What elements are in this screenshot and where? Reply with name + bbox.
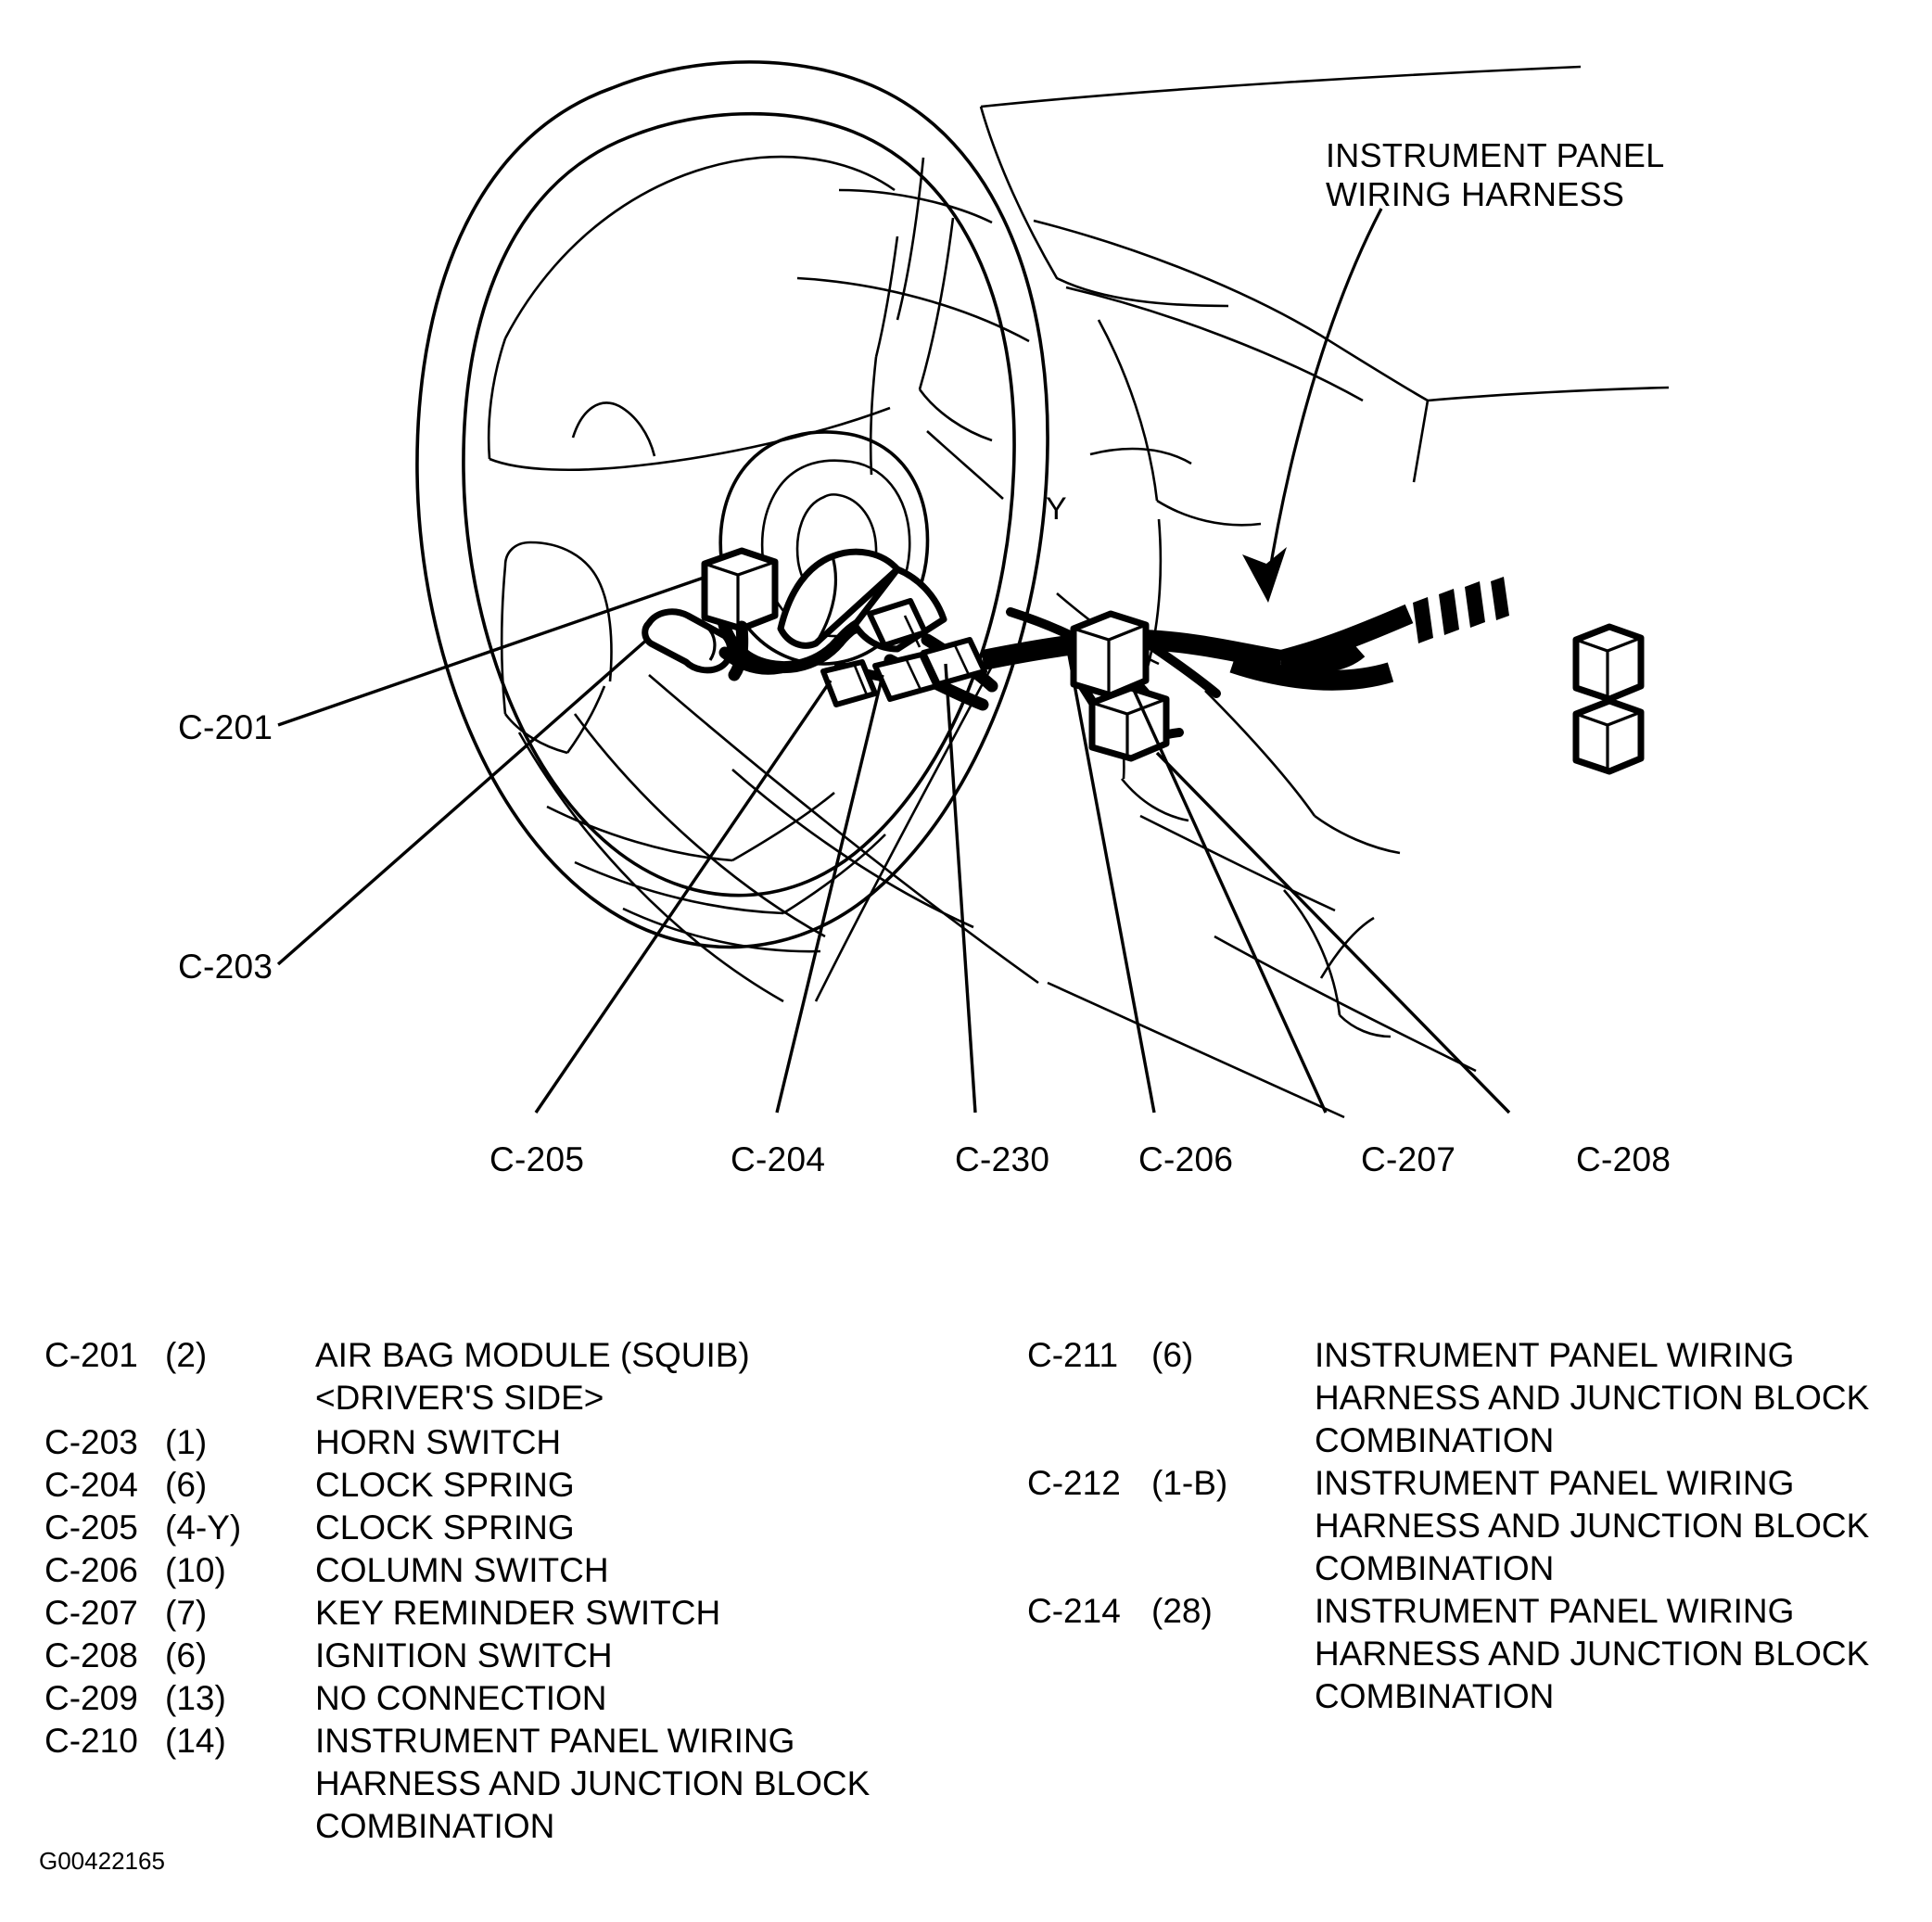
svg-text:IGNITION SWITCH: IGNITION SWITCH — [315, 1636, 613, 1674]
annotation-line-2: WIRING HARNESS — [1326, 175, 1624, 213]
leader-c-230 — [944, 663, 977, 1114]
connector-c205 — [820, 659, 878, 707]
svg-text:COMBINATION: COMBINATION — [1315, 1549, 1554, 1587]
leader-c-207 — [1131, 687, 1328, 1114]
svg-text:C-207: C-207 — [44, 1594, 138, 1632]
svg-text:(14): (14) — [165, 1722, 226, 1760]
svg-text:C-201: C-201 — [44, 1336, 138, 1374]
legend-row-c207: C-207 (7) KEY REMINDER SWITCH — [44, 1594, 720, 1632]
svg-text:INSTRUMENT PANEL WIRING: INSTRUMENT PANEL WIRING — [1315, 1336, 1794, 1374]
svg-text:C-206: C-206 — [44, 1551, 138, 1589]
svg-text:HORN SWITCH: HORN SWITCH — [315, 1423, 561, 1461]
legend-row-c214: C-214 (28) INSTRUMENT PANEL WIRING HARNE… — [1027, 1592, 1870, 1715]
svg-text:COMBINATION: COMBINATION — [1315, 1421, 1554, 1459]
svg-text:(28): (28) — [1151, 1592, 1213, 1630]
legend-row-c206: C-206 (10) COLUMN SWITCH — [44, 1551, 609, 1589]
connector-c208-lower — [1088, 684, 1170, 762]
svg-text:HARNESS AND JUNCTION BLOCK: HARNESS AND JUNCTION BLOCK — [1315, 1379, 1870, 1417]
legend-row-c210: C-210 (14) INSTRUMENT PANEL WIRING HARNE… — [44, 1722, 871, 1845]
svg-text:(10): (10) — [165, 1551, 226, 1589]
svg-text:C-212: C-212 — [1027, 1464, 1121, 1502]
leader-lines — [276, 575, 1511, 1114]
svg-text:INSTRUMENT PANEL WIRING: INSTRUMENT PANEL WIRING — [1315, 1464, 1794, 1502]
svg-text:COLUMN SWITCH: COLUMN SWITCH — [315, 1551, 609, 1589]
svg-text:(1-B): (1-B) — [1151, 1464, 1227, 1502]
svg-text:<DRIVER'S SIDE>: <DRIVER'S SIDE> — [315, 1379, 604, 1417]
callout-label-c-205: C-205 — [489, 1140, 584, 1178]
svg-text:C-203: C-203 — [44, 1423, 138, 1461]
legend-row-c209: C-209 (13) NO CONNECTION — [44, 1679, 607, 1717]
marker-y-label: Y — [1046, 491, 1067, 527]
svg-text:INSTRUMENT PANEL WIRING: INSTRUMENT PANEL WIRING — [315, 1722, 794, 1760]
connector-c207 — [1070, 610, 1150, 699]
callout-label-c-201: C-201 — [178, 708, 273, 746]
svg-text:C-209: C-209 — [44, 1679, 138, 1717]
annotation-line-1: INSTRUMENT PANEL — [1326, 136, 1665, 174]
svg-text:C-210: C-210 — [44, 1722, 138, 1760]
legend-row-c212: C-212 (1-B) INSTRUMENT PANEL WIRING HARN… — [1027, 1464, 1870, 1587]
svg-text:(13): (13) — [165, 1679, 226, 1717]
leader-c-205 — [534, 680, 833, 1114]
svg-text:KEY REMINDER SWITCH: KEY REMINDER SWITCH — [315, 1594, 720, 1632]
callout-label-c-208: C-208 — [1576, 1140, 1671, 1178]
svg-text:HARNESS AND JUNCTION BLOCK: HARNESS AND JUNCTION BLOCK — [1315, 1507, 1870, 1545]
connector-right-upper — [1572, 623, 1645, 703]
legend-row-c201: C-201 (2) AIR BAG MODULE (SQUIB) <DRIVER… — [44, 1336, 750, 1417]
leader-c-203 — [276, 636, 651, 966]
svg-text:C-205: C-205 — [44, 1508, 138, 1547]
svg-text:(4-Y): (4-Y) — [165, 1508, 241, 1547]
instrument-panel-harness-arrow — [1242, 208, 1383, 603]
svg-text:COMBINATION: COMBINATION — [315, 1807, 554, 1845]
svg-text:HARNESS AND JUNCTION BLOCK: HARNESS AND JUNCTION BLOCK — [315, 1764, 871, 1802]
svg-text:INSTRUMENT PANEL WIRING: INSTRUMENT PANEL WIRING — [1315, 1592, 1794, 1630]
callout-label-c-203: C-203 — [178, 948, 273, 986]
svg-text:CLOCK SPRING: CLOCK SPRING — [315, 1466, 575, 1504]
legend-row-c211: C-211 (6) INSTRUMENT PANEL WIRING HARNES… — [1027, 1336, 1870, 1459]
svg-text:(7): (7) — [165, 1594, 207, 1632]
leader-c-208 — [1155, 751, 1511, 1114]
legend-left-column: C-201 (2) AIR BAG MODULE (SQUIB) <DRIVER… — [44, 1336, 871, 1845]
svg-text:NO CONNECTION: NO CONNECTION — [315, 1679, 607, 1717]
svg-text:CLOCK SPRING: CLOCK SPRING — [315, 1508, 575, 1547]
leader-c-206 — [1064, 639, 1156, 1114]
callout-label-c-206: C-206 — [1138, 1140, 1233, 1178]
leader-c-201 — [277, 575, 707, 727]
svg-text:(1): (1) — [165, 1423, 207, 1461]
legend-row-c205: C-205 (4-Y) CLOCK SPRING — [44, 1508, 575, 1547]
svg-text:(6): (6) — [165, 1636, 207, 1674]
svg-text:C-208: C-208 — [44, 1636, 138, 1674]
svg-text:C-204: C-204 — [44, 1466, 138, 1504]
connectors — [642, 547, 1645, 775]
connector-c206 — [867, 598, 928, 648]
legend-row-c208: C-208 (6) IGNITION SWITCH — [44, 1636, 613, 1674]
svg-text:C-211: C-211 — [1027, 1336, 1118, 1374]
leader-c-204 — [775, 674, 884, 1114]
dashboard-contours — [517, 65, 1670, 1119]
svg-text:(6): (6) — [165, 1466, 207, 1504]
callout-label-c-230: C-230 — [955, 1140, 1049, 1178]
svg-text:HARNESS AND JUNCTION BLOCK: HARNESS AND JUNCTION BLOCK — [1315, 1635, 1870, 1673]
connector-right-lower — [1572, 697, 1645, 775]
legend-row-c204: C-204 (6) CLOCK SPRING — [44, 1466, 575, 1504]
legend-right-column: C-211 (6) INSTRUMENT PANEL WIRING HARNES… — [1027, 1336, 1870, 1715]
callout-label-c-204: C-204 — [731, 1140, 825, 1178]
figure-text: INSTRUMENT PANEL WIRING HARNESS Y C-201 … — [178, 136, 1671, 1178]
svg-text:COMBINATION: COMBINATION — [1315, 1677, 1554, 1715]
legend-row-c203: C-203 (1) HORN SWITCH — [44, 1423, 561, 1461]
connector-c230 — [921, 637, 987, 687]
svg-text:C-214: C-214 — [1027, 1592, 1121, 1630]
svg-text:AIR BAG MODULE (SQUIB): AIR BAG MODULE (SQUIB) — [315, 1336, 750, 1374]
callout-label-c-207: C-207 — [1361, 1140, 1455, 1178]
svg-text:(2): (2) — [165, 1336, 207, 1374]
connector-c201 — [701, 547, 779, 681]
figure-id-label: G00422165 — [39, 1847, 165, 1875]
svg-text:(6): (6) — [1151, 1336, 1193, 1374]
